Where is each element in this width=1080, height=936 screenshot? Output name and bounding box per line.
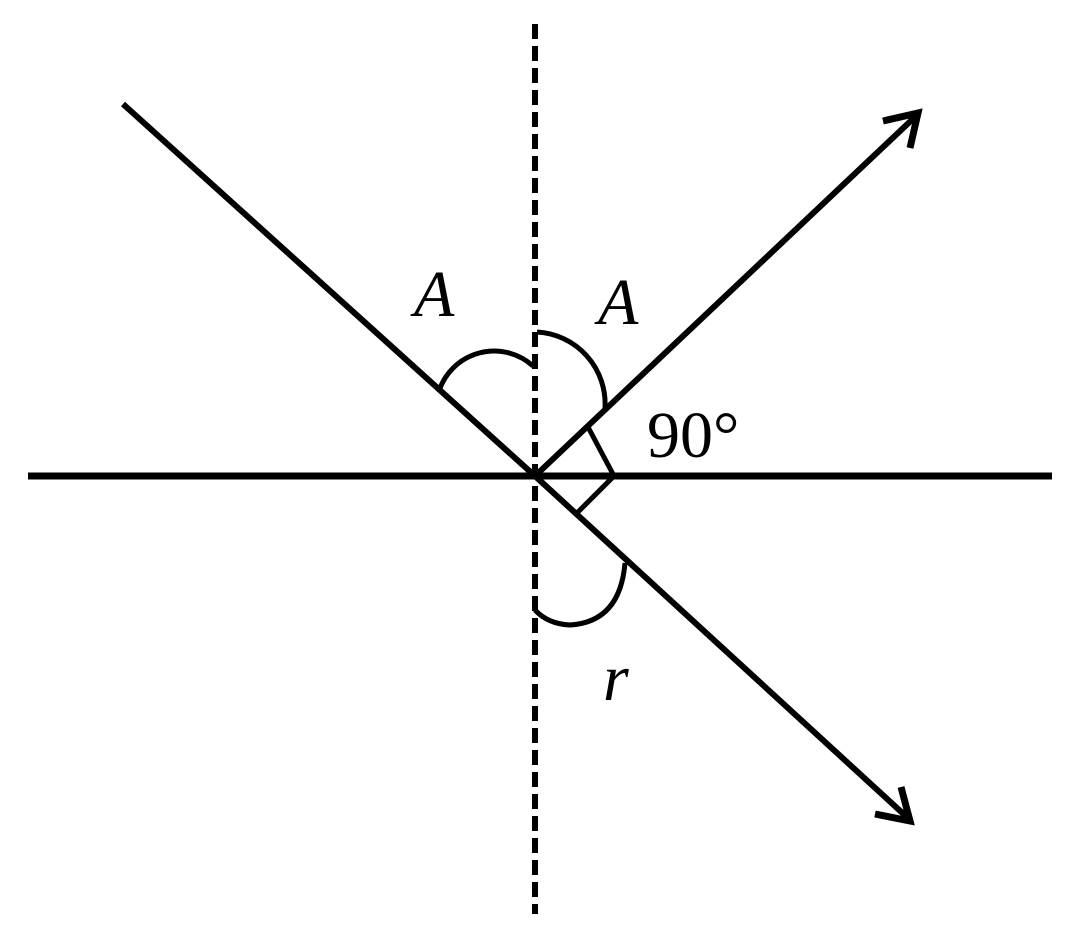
refracted-angle-label: r bbox=[603, 642, 629, 715]
refracted-arrowhead-icon bbox=[874, 786, 915, 826]
incident-angle-arc bbox=[436, 348, 535, 392]
incident-angle-label: A bbox=[410, 258, 455, 331]
refracted-angle-arc bbox=[533, 562, 628, 628]
refracted-ray bbox=[532, 473, 912, 822]
reflected-ray bbox=[532, 112, 920, 479]
incident-ray bbox=[120, 101, 538, 479]
right-angle-label: 90° bbox=[647, 399, 739, 472]
reflected-angle-label: A bbox=[594, 266, 639, 339]
reflected-angle-arc bbox=[536, 329, 608, 409]
right-angle-marker bbox=[575, 425, 618, 515]
reflected-arrowhead-icon bbox=[882, 108, 923, 149]
